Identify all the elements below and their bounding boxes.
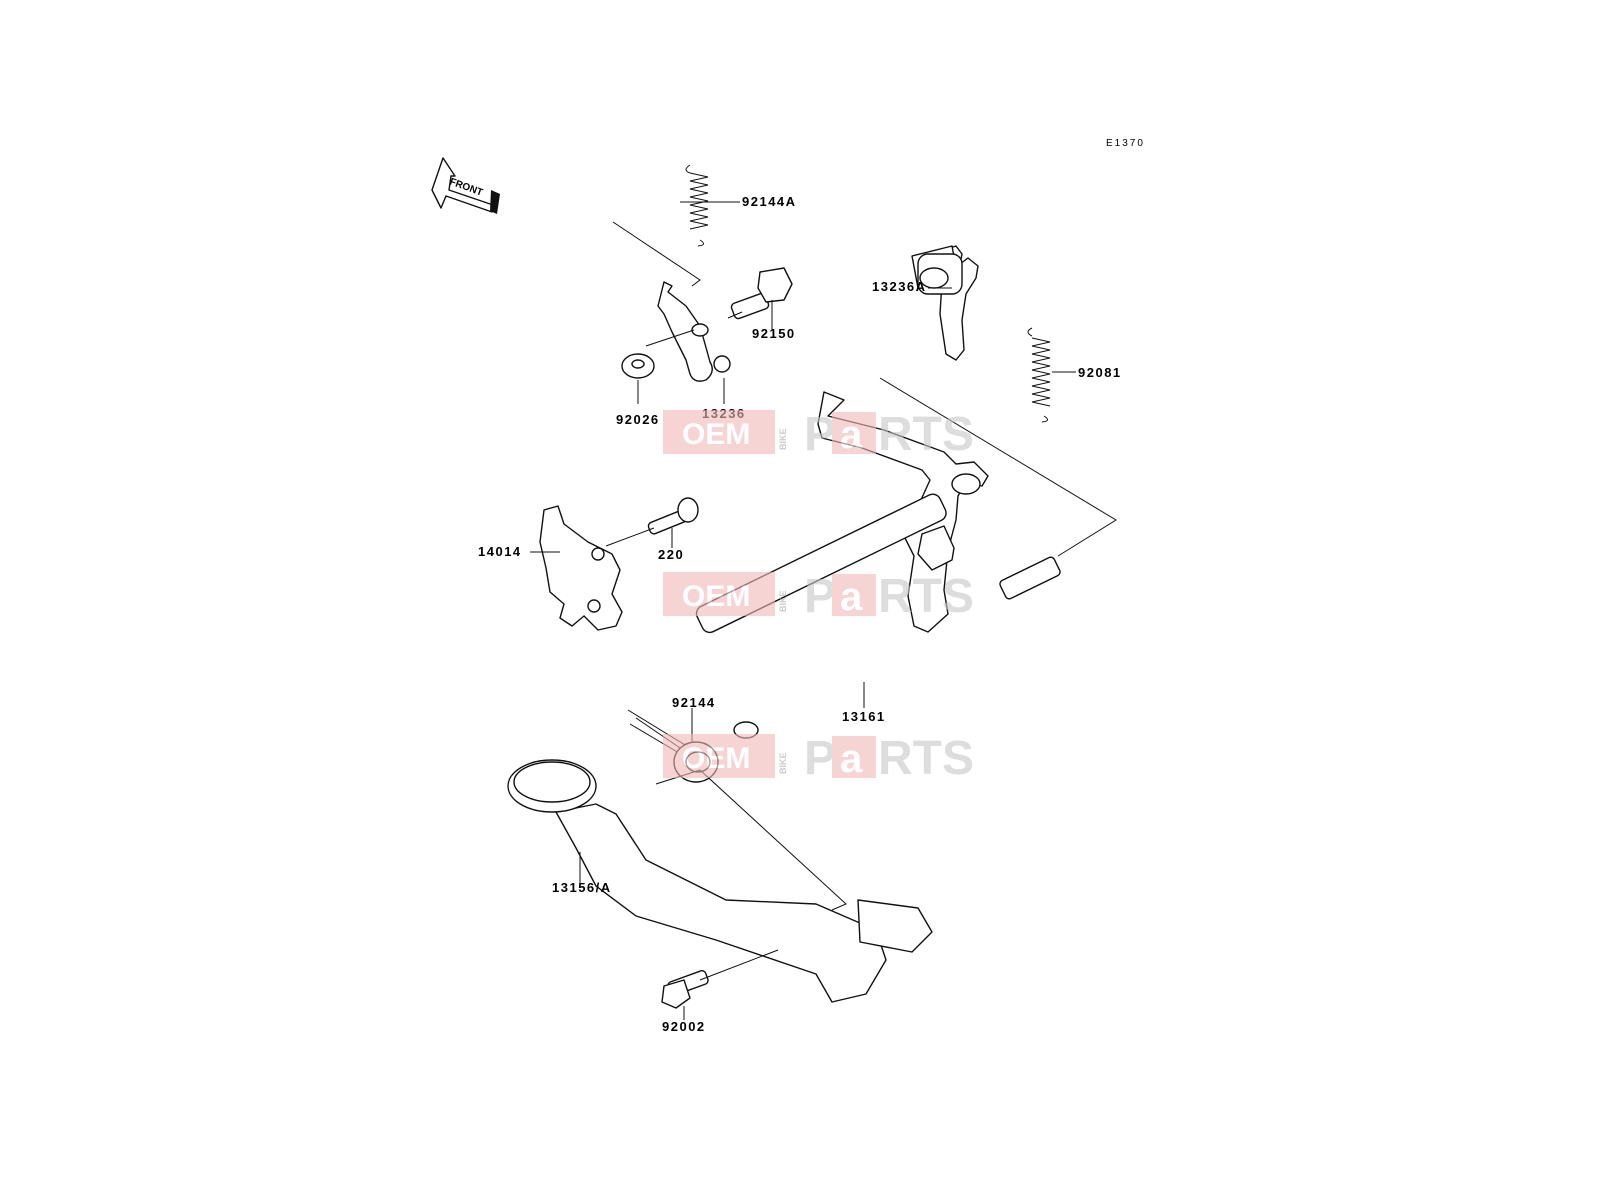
label-14014[interactable]: 14014 bbox=[478, 544, 522, 559]
label-220[interactable]: 220 bbox=[658, 547, 684, 562]
diagram-code: E1370 bbox=[1106, 138, 1145, 149]
watermark-bike-text: BIKE bbox=[778, 752, 788, 774]
watermark-oem-text: OEM bbox=[682, 580, 750, 613]
label-92150[interactable]: 92150 bbox=[752, 326, 796, 341]
watermark-top: OEM BIKE P a RTS bbox=[663, 408, 974, 461]
label-92144[interactable]: 92144 bbox=[672, 695, 716, 710]
front-arrow-icon: FRONT bbox=[431, 157, 500, 214]
watermark-p-text: P bbox=[804, 408, 836, 461]
watermark-rts-text: RTS bbox=[878, 732, 974, 785]
arm-13236a-icon[interactable] bbox=[911, 245, 979, 361]
spring-92144a-icon[interactable] bbox=[685, 164, 709, 247]
fork-14014-icon[interactable] bbox=[539, 505, 623, 631]
watermark-bike-text: BIKE bbox=[778, 428, 788, 450]
watermark-a-text: a bbox=[840, 413, 863, 457]
bolt-92002-icon[interactable] bbox=[661, 970, 709, 1009]
watermark-oem-text: OEM bbox=[682, 418, 750, 451]
watermark-a-text: a bbox=[840, 737, 863, 781]
spring-92081-icon[interactable] bbox=[1027, 327, 1051, 423]
watermark-rts-text: RTS bbox=[878, 570, 974, 623]
watermark-oem-text: OEM bbox=[682, 742, 750, 775]
label-92026[interactable]: 92026 bbox=[616, 412, 660, 427]
watermark-a-text: a bbox=[840, 575, 863, 619]
watermark-middle: OEM BIKE P a RTS bbox=[663, 570, 974, 623]
bolt-220-icon[interactable] bbox=[647, 497, 699, 535]
bolt-92150-icon[interactable] bbox=[730, 267, 793, 320]
arm-13236-icon[interactable] bbox=[657, 281, 731, 382]
label-13161[interactable]: 13161 bbox=[842, 709, 886, 724]
label-92081[interactable]: 92081 bbox=[1078, 365, 1122, 380]
label-13156a[interactable]: 13156/A bbox=[552, 880, 612, 895]
watermark-p-text: P bbox=[804, 570, 836, 623]
watermark-p-text: P bbox=[804, 732, 836, 785]
watermark-bottom: OEM BIKE P a RTS bbox=[663, 732, 974, 785]
watermark-rts-text: RTS bbox=[878, 408, 974, 461]
label-92002[interactable]: 92002 bbox=[662, 1019, 706, 1034]
label-92144a[interactable]: 92144A bbox=[742, 194, 797, 209]
label-13236a[interactable]: 13236A bbox=[872, 279, 927, 294]
watermark-bike-text: BIKE bbox=[778, 590, 788, 612]
shift-pedal-13156a-icon[interactable] bbox=[507, 759, 933, 1003]
washer-92026-icon[interactable] bbox=[621, 353, 655, 379]
